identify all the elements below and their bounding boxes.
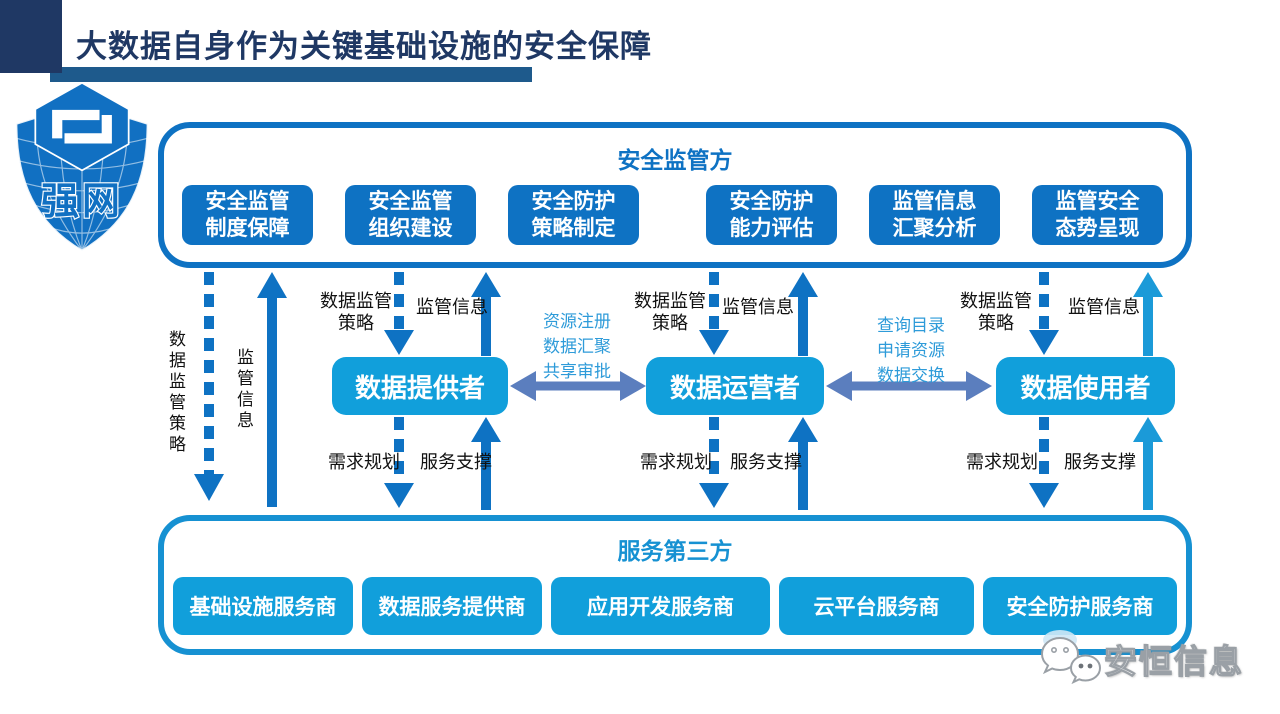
box-label: 监管信息 [892, 190, 977, 213]
service-panel: 服务第三方 基础设施服务商 数据服务提供商 应用开发服务商 云平台服务商 安全防… [158, 515, 1192, 655]
box-label: 汇聚分析 [892, 217, 977, 240]
s-monogram-icon [34, 81, 130, 172]
box-label: 策略制定 [531, 217, 616, 240]
box-label: 制度保障 [205, 217, 290, 240]
label-line: 资源注册 [543, 312, 611, 331]
label-line: 数据交换 [877, 366, 945, 385]
label-line: 数据监管 [634, 291, 706, 311]
service-panel-title: 服务第三方 [617, 538, 733, 564]
side-policy-arrow-down-icon [194, 272, 224, 501]
actor-label: 数据使用者 [1020, 372, 1151, 403]
policy-label: 数据监管策略 [630, 290, 710, 334]
supervisor-box: 监管信息汇聚分析 [869, 185, 1000, 245]
box-label: 安全防护 [729, 190, 814, 213]
label-line: 共享审批 [543, 362, 611, 381]
policy-label: 数据监管策略 [956, 290, 1036, 334]
title-accent-square [0, 0, 62, 73]
service-box: 数据服务提供商 [362, 577, 542, 635]
label-line: 策略 [978, 313, 1014, 333]
box-label: 数据服务提供商 [378, 596, 526, 619]
box-label: 安全防护 [531, 190, 616, 213]
box-label: 能力评估 [729, 217, 814, 240]
box-label: 组织建设 [368, 217, 453, 240]
support-label: 服务支撑 [420, 452, 492, 472]
supervisor-box: 监管安全态势呈现 [1032, 185, 1163, 245]
demand-label: 需求规划 [328, 452, 400, 472]
box-label: 安全防护服务商 [1006, 596, 1154, 619]
service-box: 应用开发服务商 [551, 577, 770, 635]
label-line: 查询目录 [877, 316, 945, 335]
qiangwang-shield-logo: 强网 [15, 81, 149, 252]
info-label: 监管信息 [1068, 297, 1140, 317]
box-label: 应用开发服务商 [587, 596, 734, 619]
supervisor-panel-title: 安全监管方 [617, 147, 733, 173]
box-label: 安全监管 [368, 190, 453, 213]
label-line: 策略 [338, 313, 374, 333]
wechat-icon [1040, 630, 1102, 685]
actor-data-provider: 数据提供者 [332, 357, 508, 415]
support-label: 服务支撑 [730, 452, 802, 472]
label-line: 数据汇聚 [543, 337, 611, 356]
title-underline-bar [50, 67, 532, 82]
actor-label: 数据提供者 [354, 372, 485, 403]
page-title: 大数据自身作为关键基础设施的安全保障 [76, 29, 652, 64]
actor-label: 数据运营者 [669, 372, 800, 403]
box-label: 安全监管 [205, 190, 290, 213]
actor-data-operator: 数据运营者 [646, 357, 824, 415]
logo-text: 强网 [41, 181, 123, 223]
side-info-label: 监管信息 [234, 348, 253, 432]
service-box: 安全防护服务商 [983, 577, 1177, 635]
box-label: 云平台服务商 [813, 596, 940, 619]
demand-label: 需求规划 [640, 452, 712, 472]
side-info-arrow-up-icon [257, 272, 287, 507]
supervisor-panel: 安全监管方 安全监管制度保障 安全监管组织建设 安全防护策略制定 安全防护能力评… [158, 122, 1192, 268]
operator-user-link-label: 查询目录申请资源数据交换 [858, 313, 964, 388]
box-label: 基础设施服务商 [189, 596, 337, 619]
side-policy-label: 数据监管策略 [166, 330, 185, 456]
label-line: 数据监管 [960, 291, 1032, 311]
policy-label: 数据监管策略 [316, 290, 396, 334]
support-arrow-up-icon [1133, 417, 1163, 510]
supervisor-box: 安全防护策略制定 [508, 185, 639, 245]
label-line: 策略 [652, 313, 688, 333]
demand-label: 需求规划 [966, 452, 1038, 472]
supervisor-box: 安全监管制度保障 [182, 185, 313, 245]
supervisor-box: 安全防护能力评估 [706, 185, 837, 245]
info-label: 监管信息 [722, 297, 794, 317]
label-line: 申请资源 [877, 341, 945, 360]
actor-data-user: 数据使用者 [996, 357, 1175, 415]
supervisor-box: 安全监管组织建设 [345, 185, 476, 245]
support-label: 服务支撑 [1064, 452, 1136, 472]
service-box: 基础设施服务商 [173, 577, 353, 635]
box-label: 监管安全 [1055, 190, 1140, 213]
watermark: 安恒信息 [1040, 628, 1244, 690]
watermark-text: 安恒信息 [1103, 642, 1244, 680]
provider-operator-link-label: 资源注册数据汇聚共享审批 [524, 309, 630, 384]
box-label: 态势呈现 [1055, 217, 1140, 240]
info-label: 监管信息 [416, 297, 488, 317]
service-box: 云平台服务商 [779, 577, 974, 635]
label-line: 数据监管 [320, 291, 392, 311]
